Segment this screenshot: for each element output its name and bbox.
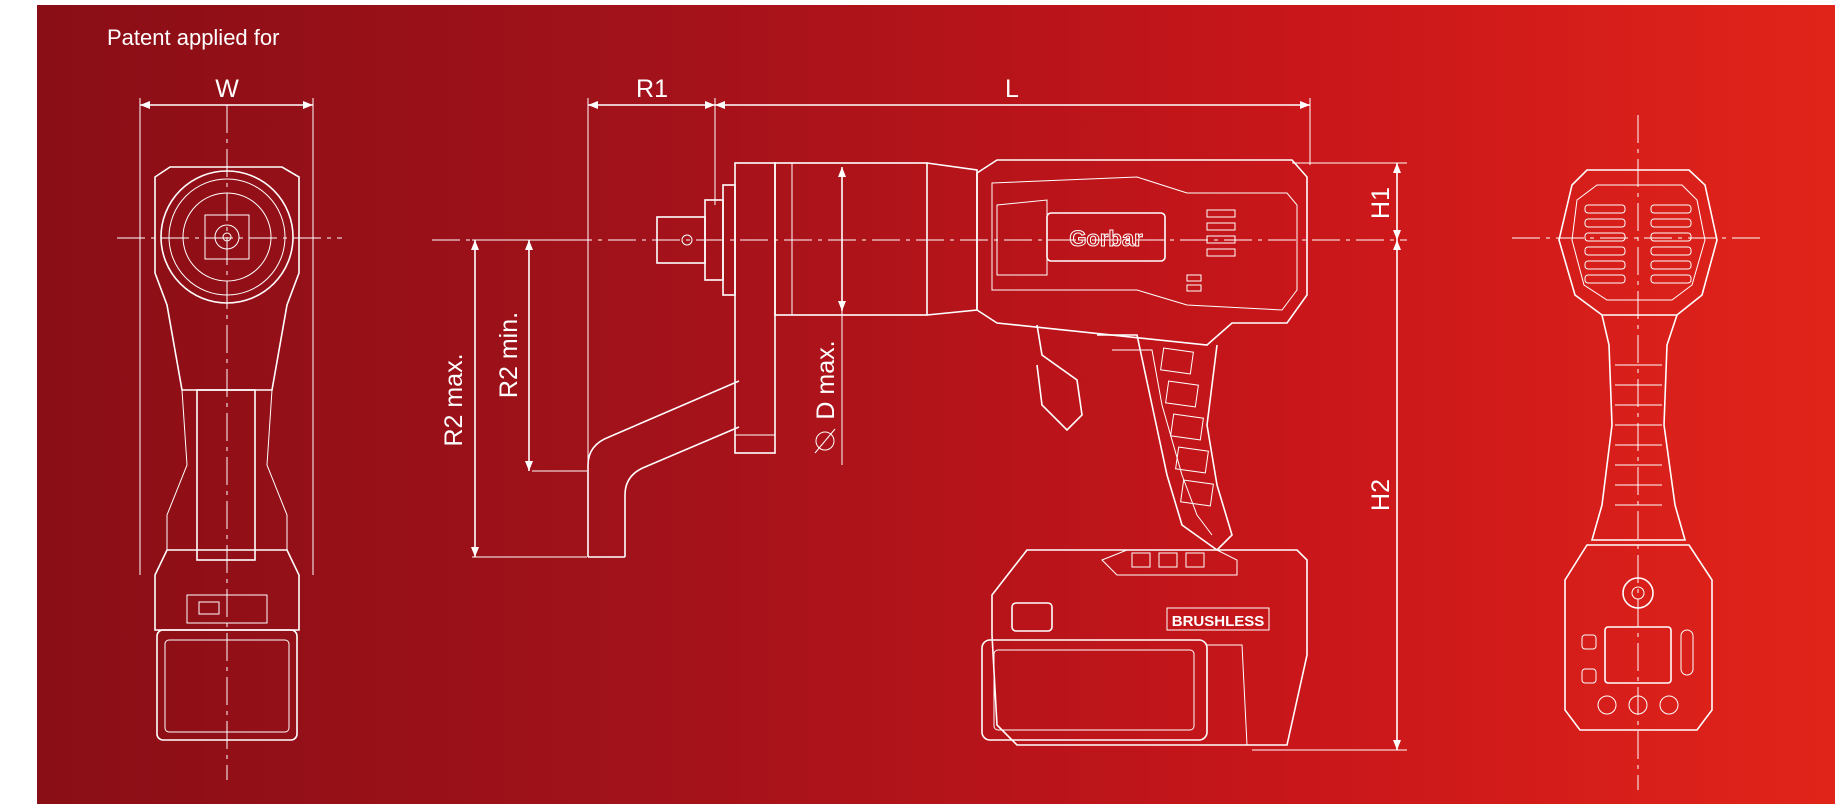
function-button-icon: [1628, 695, 1648, 715]
dim-r1-label: R1: [636, 75, 668, 103]
vent-grille: [1584, 204, 1692, 284]
display-screen: [1604, 626, 1672, 684]
dim-l-label: L: [1005, 75, 1019, 103]
technical-drawing: W: [117, 75, 1762, 790]
battery-label: BRUSHLESS: [1172, 613, 1265, 630]
dim-r2-max-label: R2 max.: [440, 353, 468, 446]
dim-h2-label: H2: [1367, 479, 1395, 511]
up-button-icon: [1659, 695, 1679, 715]
power-button: [1622, 577, 1654, 609]
patent-note: Patent applied for: [107, 25, 280, 50]
dim-w-label: W: [215, 75, 239, 103]
brand-logo: Gorbar: [1069, 226, 1143, 251]
dim-h1-label: H1: [1367, 187, 1395, 219]
menu-button-icon: [1581, 634, 1597, 650]
side-view: R1 L R2 max. R2 min.: [432, 75, 1407, 751]
rear-view: [1512, 115, 1762, 790]
down-button-icon: [1597, 695, 1617, 715]
top-view: W: [117, 75, 342, 780]
drawing-panel: Patent applied for W: [37, 5, 1835, 804]
dim-r2-min-label: R2 min.: [495, 312, 523, 398]
settings-button-icon: [1581, 668, 1597, 684]
dim-d-max-label: D max.: [812, 340, 840, 419]
usb-port-icon: [1680, 629, 1694, 676]
